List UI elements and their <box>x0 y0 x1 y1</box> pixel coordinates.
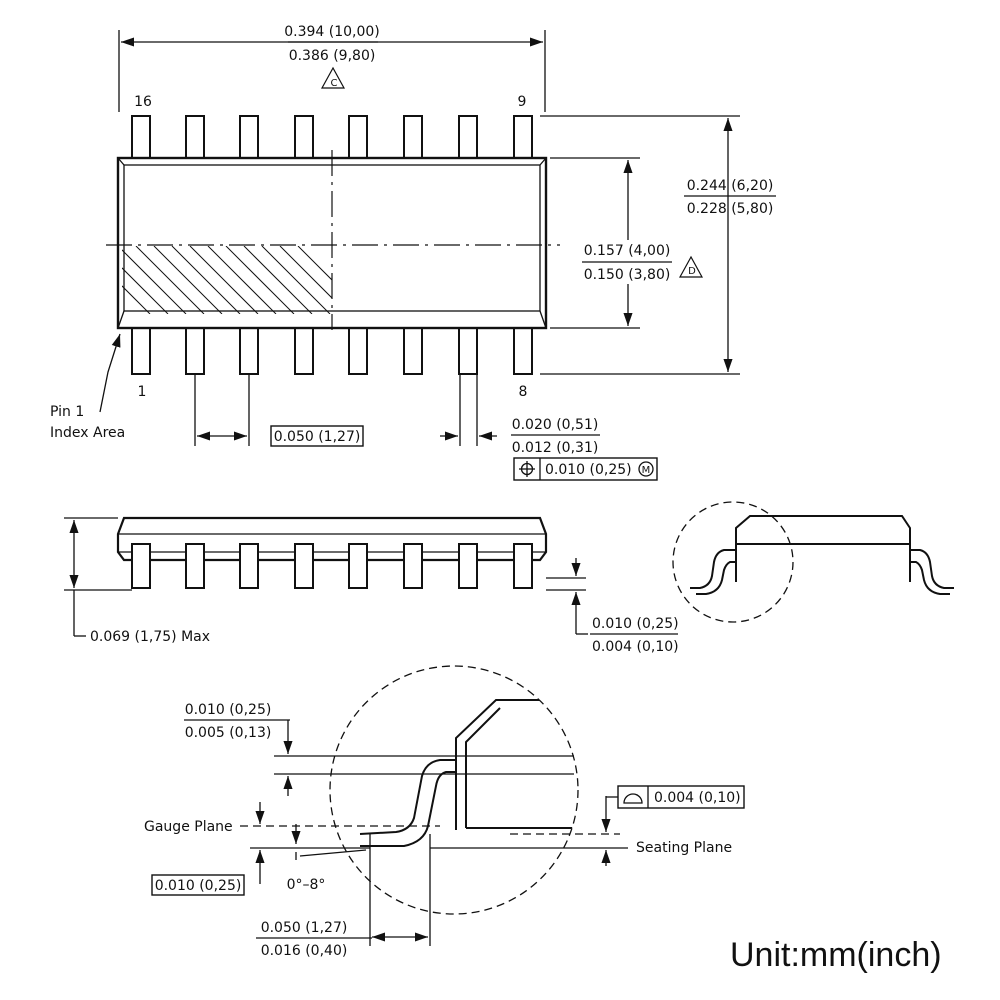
detail-view: 0.010 (0,25) 0.005 (0,13) Gauge Plane 0.… <box>144 665 745 959</box>
standoff-min-label: 0.004 (0,10) <box>592 639 679 655</box>
gauge-value-label: 0.010 (0,25) <box>155 878 242 894</box>
pin-11 <box>403 115 423 161</box>
end-lead-right <box>910 549 954 589</box>
overall-width-min-label: 0.228 (5,80) <box>687 201 774 217</box>
body-width-max-label: 0.157 (4,00) <box>584 243 671 259</box>
pitch-label: 0.050 (1,27) <box>274 429 361 445</box>
mmc-icon <box>638 461 654 477</box>
pin-12 <box>348 115 368 161</box>
side-body <box>116 516 548 562</box>
end-lead-left <box>690 549 736 589</box>
pin1-label-line2: Index Area <box>50 425 125 441</box>
pin-15 <box>185 115 205 161</box>
pitch-box <box>270 425 364 447</box>
note-c-label: C <box>331 78 338 89</box>
side-leads <box>131 543 533 589</box>
lead-width-max-label: 0.020 (0,51) <box>512 417 599 433</box>
pin-1 <box>131 327 151 375</box>
foot-length-max-label: 0.050 (1,27) <box>261 920 348 936</box>
pin-6 <box>403 327 423 375</box>
top-pins <box>131 115 533 161</box>
pin-1-label: 1 <box>138 384 147 400</box>
pin-8 <box>513 327 533 375</box>
thickness-min-label: 0.005 (0,13) <box>185 725 272 741</box>
end-view <box>672 501 954 623</box>
gauge-plane-label: Gauge Plane <box>144 819 233 835</box>
pin-16-label: 16 <box>134 94 152 110</box>
end-body <box>735 515 911 544</box>
height-max-label: 0.069 (1,75) Max <box>90 629 210 645</box>
gauge-value-box <box>151 874 245 896</box>
note-d-label: D <box>688 266 696 277</box>
thickness-max-label: 0.010 (0,25) <box>185 702 272 718</box>
note-d-triangle <box>678 255 704 278</box>
detail-lead <box>359 759 456 835</box>
pin-3 <box>239 327 259 375</box>
pin1-leader <box>99 333 121 413</box>
coplanarity-label: 0.004 (0,10) <box>654 790 741 806</box>
foot-length-min-label: 0.016 (0,40) <box>261 943 348 959</box>
unit-label: Unit:mm(inch) <box>730 936 942 974</box>
length-max-label: 0.394 (10,00) <box>284 24 380 40</box>
lead-width-min-label: 0.012 (0,31) <box>512 440 599 456</box>
pin-2 <box>185 327 205 375</box>
coplanarity-frame: 0.004 (0,10) <box>606 785 745 809</box>
mmc-label: M <box>642 465 651 476</box>
pin-9-label: 9 <box>518 94 527 110</box>
detail-callout-circle <box>672 501 794 623</box>
overall-width-max-label: 0.244 (6,20) <box>687 178 774 194</box>
pin-7 <box>458 327 478 375</box>
angle-label: 0°–8° <box>287 877 326 893</box>
body-width-min-label: 0.150 (3,80) <box>584 267 671 283</box>
seating-plane-label: Seating Plane <box>636 840 732 856</box>
pin-8-label: 8 <box>519 384 528 400</box>
pin1-label-line1: Pin 1 <box>50 404 84 420</box>
pin-14 <box>239 115 259 161</box>
position-tolerance-frame: 0.010 (0,25) M <box>513 457 658 481</box>
pin-4 <box>294 327 314 375</box>
length-min-label: 0.386 (9,80) <box>289 48 376 64</box>
bottom-pins <box>131 327 533 375</box>
pin-9 <box>513 115 533 161</box>
profile-surface-icon <box>623 793 643 804</box>
pin1-index-hatch <box>122 246 332 314</box>
side-view: 0.069 (1,75) Max 0.010 (0,25) 0.004 (0,1… <box>64 516 679 655</box>
position-tolerance-label: 0.010 (0,25) <box>545 462 632 478</box>
note-c-triangle <box>320 66 346 89</box>
detail-circle <box>329 665 579 915</box>
pin-13 <box>294 115 314 161</box>
pin-10 <box>458 115 478 161</box>
pin-16 <box>131 115 151 161</box>
standoff-max-label: 0.010 (0,25) <box>592 616 679 632</box>
top-view: 0.394 (10,00) 0.386 (9,80) C 16 9 1 8 0.… <box>50 24 776 481</box>
pin-5 <box>348 327 368 375</box>
